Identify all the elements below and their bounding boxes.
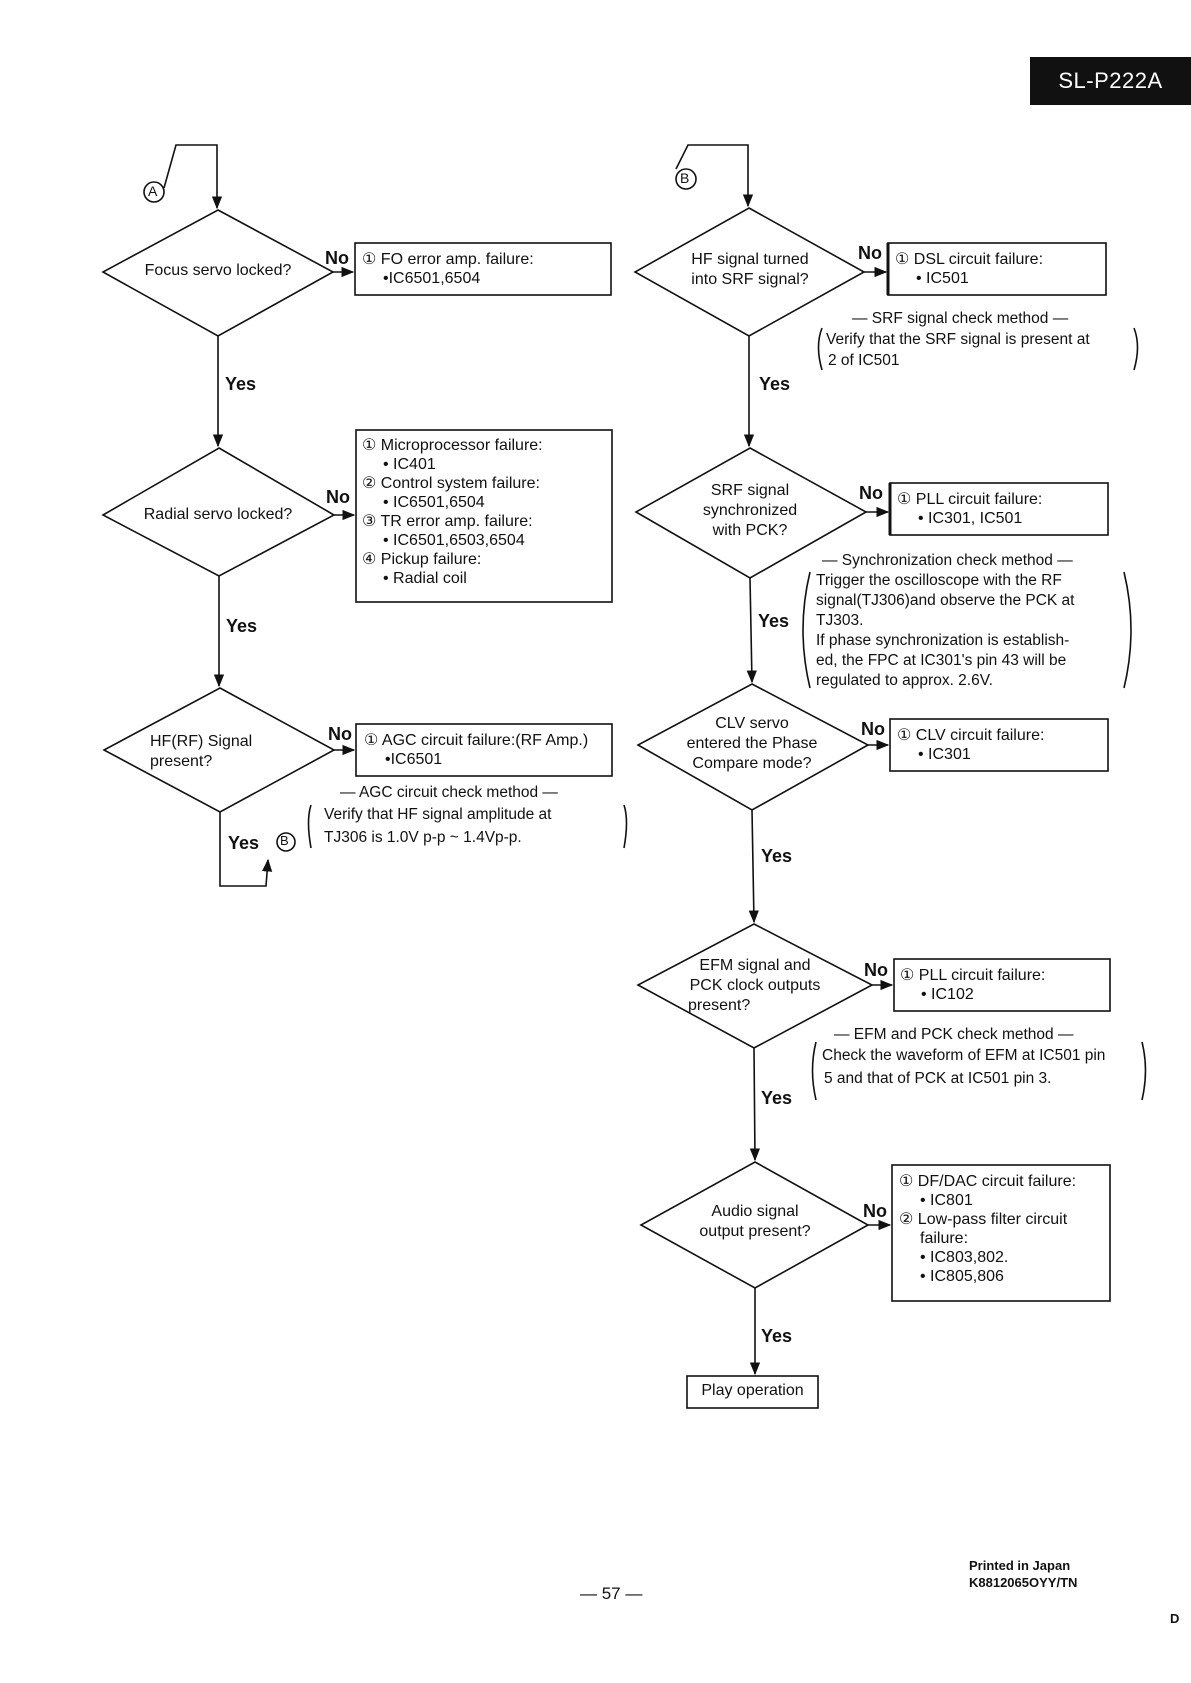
sync-check-line: signal(TJ306)and observe the PCK at: [816, 592, 1075, 609]
label-yes: Yes: [761, 846, 793, 866]
label-no: No: [325, 248, 349, 268]
sync-check-line: regulated to approx. 2.6V.: [816, 672, 993, 689]
label-yes: Yes: [228, 833, 260, 853]
bracket-efm-left: [811, 1041, 817, 1101]
arrow-efm-yes: [749, 1047, 761, 1162]
label-yes: Yes: [226, 616, 258, 636]
label-yes: Yes: [225, 374, 257, 394]
bracket-srf-right: [1133, 327, 1139, 371]
printed-in: Printed in Japan: [969, 1558, 1071, 1573]
box-clv-fail: [889, 718, 1109, 772]
question-focus-servo: Focus servo locked?: [144, 262, 292, 279]
label-yes: Yes: [761, 1088, 793, 1108]
dac-failure-text: ① DF/DAC circuit failure: • IC801 ② Low-…: [899, 1173, 1077, 1285]
box-play: [686, 1375, 819, 1409]
box-audio-fail: [891, 1164, 1111, 1302]
box-focus-fail: [354, 242, 612, 296]
connector-b-line: [675, 144, 754, 208]
label-no: No: [864, 960, 888, 980]
efm-check-line: Check the waveform of EFM at IC501 pin: [822, 1047, 1106, 1064]
corner-mark: D: [1170, 1611, 1180, 1626]
question-radial-servo: Radial servo locked?: [143, 506, 293, 523]
label-yes: Yes: [759, 374, 791, 394]
agc-check-line: Verify that HF signal amplitude at: [324, 806, 552, 823]
agc-check-line: TJ306 is 1.0V p-p ~ 1.4Vp-p.: [324, 829, 522, 846]
arrow-clv-yes: [748, 809, 759, 924]
box-hf-fail: [355, 723, 613, 777]
label-no: No: [858, 243, 882, 263]
srf-check-line: 2 of IC501: [828, 352, 900, 369]
sync-check-line: Trigger the oscilloscope with the RF: [816, 572, 1062, 589]
connector-b-out-letter: B: [280, 833, 289, 848]
clv-failure-text: ① CLV circuit failure:• IC301: [897, 727, 1045, 763]
page-number: — 57 —: [580, 1584, 643, 1603]
connector-b-out-circle: [276, 832, 296, 852]
arrow-sync-yes: [746, 577, 757, 684]
agc-check-title: — AGC circuit check method —: [340, 784, 558, 801]
connector-a-circle: [143, 181, 165, 203]
srf-check-line: Verify that the SRF signal is present at: [826, 331, 1090, 348]
connector-b-letter: B: [680, 170, 690, 186]
pll-ic102-failure-text: ① PLL circuit failure:• IC102: [900, 967, 1046, 1003]
label-yes: Yes: [761, 1326, 793, 1346]
label-no: No: [859, 483, 883, 503]
connector-b-circle: [675, 168, 697, 190]
bracket-agc-left: [307, 804, 312, 849]
label-no: No: [863, 1201, 887, 1221]
connector-a-line: [163, 144, 223, 210]
sync-check-line: If phase synchronization is establish-: [816, 632, 1070, 649]
bracket-agc-right: [623, 804, 628, 849]
efm-check-line: 5 and that of PCK at IC501 pin 3.: [824, 1070, 1052, 1087]
bracket-srf-left: [817, 327, 823, 371]
hf-failure-text: ① AGC circuit failure:(RF Amp.)•IC6501: [364, 732, 589, 768]
model-header: SL-P222A: [1030, 57, 1191, 105]
focus-failure-text: ① FO error amp. failure:•IC6501,6504: [362, 251, 534, 287]
label-no: No: [328, 724, 352, 744]
connector-a-letter: A: [148, 183, 158, 199]
box-efm-fail: [893, 958, 1111, 1012]
srf-check-title: — SRF signal check method —: [852, 310, 1069, 327]
sync-check-line: ed, the FPC at IC301's pin 43 will be: [816, 652, 1067, 669]
dsl-failure-text: ① DSL circuit failure:• IC501: [895, 251, 1044, 287]
play-operation-label: Play operation: [701, 1382, 804, 1399]
bracket-sync-right: [1123, 571, 1132, 689]
label-yes: Yes: [758, 611, 790, 631]
document-code: K8812065OYY/TN: [969, 1575, 1078, 1590]
radial-failure-text: ① Microprocessor failure: • IC401 ② Cont…: [362, 437, 543, 587]
sync-check-title: — Synchronization check method —: [822, 552, 1073, 569]
label-no: No: [326, 487, 350, 507]
pll-failure-text: ① PLL circuit failure:• IC301, IC501: [897, 491, 1043, 527]
box-radial-fail: [355, 429, 613, 603]
connector-b-out: [219, 812, 273, 887]
bracket-sync-left: [802, 571, 811, 689]
label-no: No: [861, 719, 885, 739]
sync-check-line: TJ303.: [816, 612, 864, 629]
bracket-efm-right: [1141, 1041, 1147, 1101]
efm-check-title: — EFM and PCK check method —: [834, 1026, 1074, 1043]
